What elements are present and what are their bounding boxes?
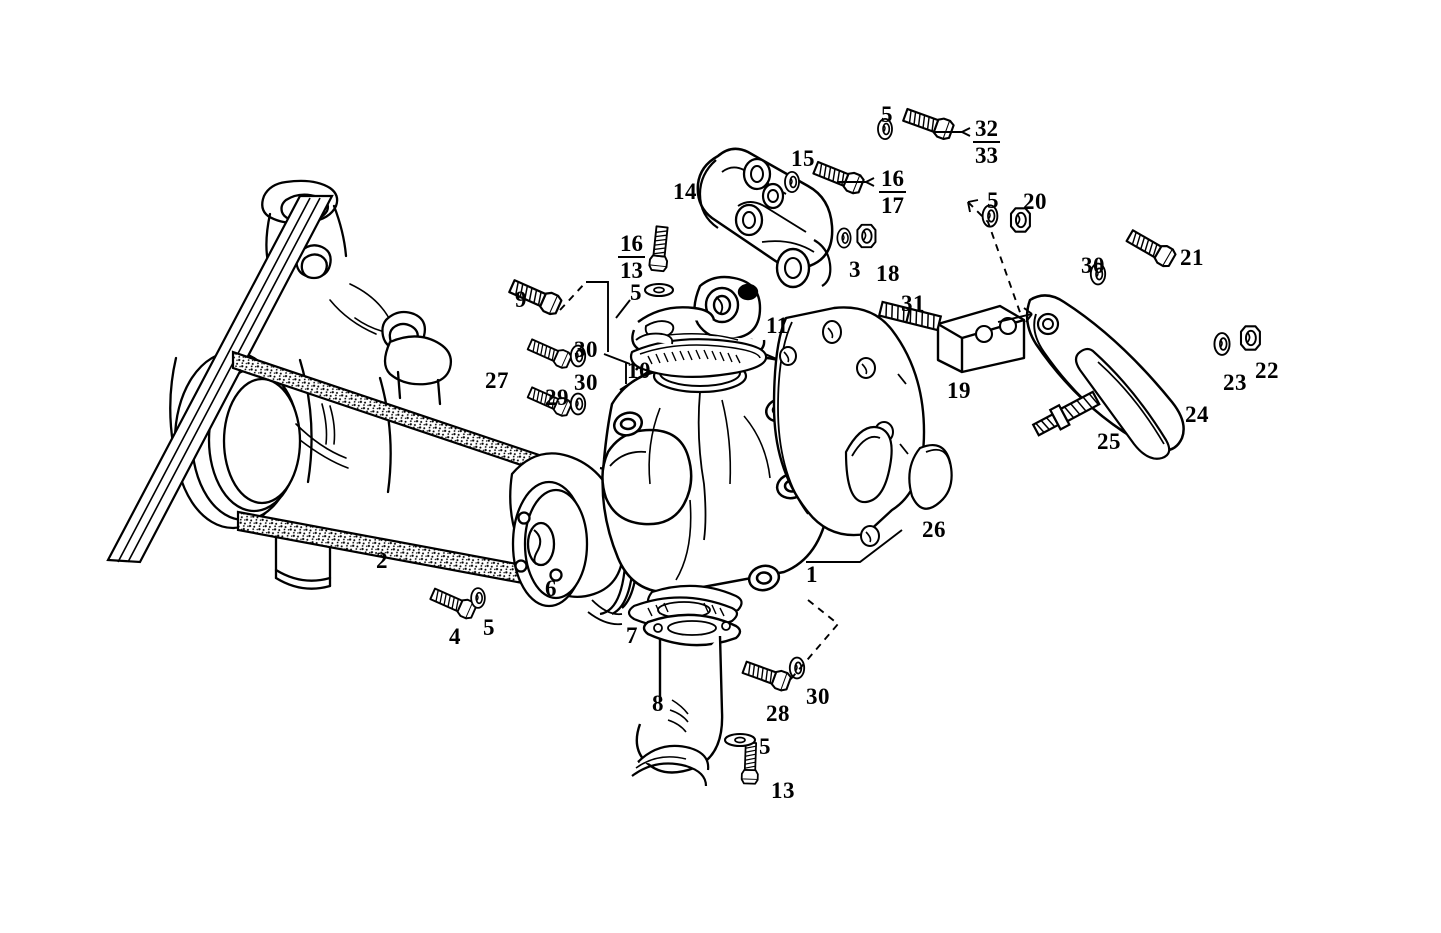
callout-thermostat-housing: 11	[766, 313, 789, 338]
loose-fasteners-group	[428, 104, 1261, 785]
fraction-bar	[879, 191, 906, 193]
callout-washer: 5	[881, 102, 893, 127]
callout-hex-nut: 20	[1023, 189, 1047, 214]
fraction-denominator: 13	[620, 258, 643, 283]
callout-water-pump-housing: 1	[806, 562, 818, 587]
callout-hex-nut: 18	[876, 261, 900, 286]
callout-spacer-block: 19	[947, 378, 971, 403]
callout-hex-nut: 22	[1255, 358, 1279, 383]
callout-hex-bolt: 27	[485, 368, 509, 393]
callout-coolant-pipe: 8	[652, 691, 664, 716]
coolant-pipe-group	[631, 613, 742, 787]
callout-backing-plate-gasket: 26	[922, 517, 946, 542]
callout-washer: 5	[987, 188, 999, 213]
mounting-bracket-14-group	[696, 147, 834, 289]
callout-engine-block-outlet: 2	[376, 548, 388, 573]
fraction-numerator: 16	[620, 231, 643, 256]
callout-hex-bolt: 29	[545, 385, 569, 410]
callout-lock-washer: 30	[806, 684, 830, 709]
fraction-numerator: 16	[881, 166, 904, 191]
callout-washer: 3	[849, 257, 861, 282]
callout-washer: 5	[630, 280, 642, 305]
fraction-numerator: 32	[975, 116, 998, 141]
callout-lock-washer: 30	[574, 370, 598, 395]
callout-belt-pulley: 6	[545, 576, 557, 601]
callout-flange-gasket: 7	[626, 623, 638, 648]
leader-lines-group	[559, 127, 1033, 681]
callout-hex-bolt: 4	[449, 624, 461, 649]
callout-hex-bolt: 9	[515, 287, 527, 312]
fraction-denominator: 33	[975, 143, 998, 168]
callout-double-end-stud: 25	[1097, 429, 1121, 454]
fraction-bar	[618, 256, 645, 258]
callout-washer: 5	[483, 615, 495, 640]
callout-threaded-stud: 31	[901, 291, 925, 316]
callout-washer: 5	[759, 734, 771, 759]
callout-gasket: 10	[627, 358, 651, 383]
callout-hex-bolt: 28	[766, 701, 790, 726]
callout-mounting-bracket: 14	[673, 179, 697, 204]
tensioner-arm-24-group	[1025, 294, 1185, 460]
callout-washer: 15	[791, 146, 815, 171]
callout-lock-washer: 30	[574, 337, 598, 362]
callout-tensioner-arm: 24	[1185, 402, 1209, 427]
callout-hex-bolt: 13	[771, 778, 795, 803]
fraction-bar	[973, 141, 1000, 143]
callout-lock-washer: 30	[1081, 253, 1105, 278]
backing-plate-gasket-group	[772, 306, 953, 547]
spacer-block-19-group	[936, 304, 1026, 374]
fraction-denominator: 17	[881, 193, 904, 218]
gasket-10-group	[629, 332, 768, 378]
callout-washer: 23	[1223, 370, 1247, 395]
callout-hex-bolt: 21	[1180, 245, 1204, 270]
